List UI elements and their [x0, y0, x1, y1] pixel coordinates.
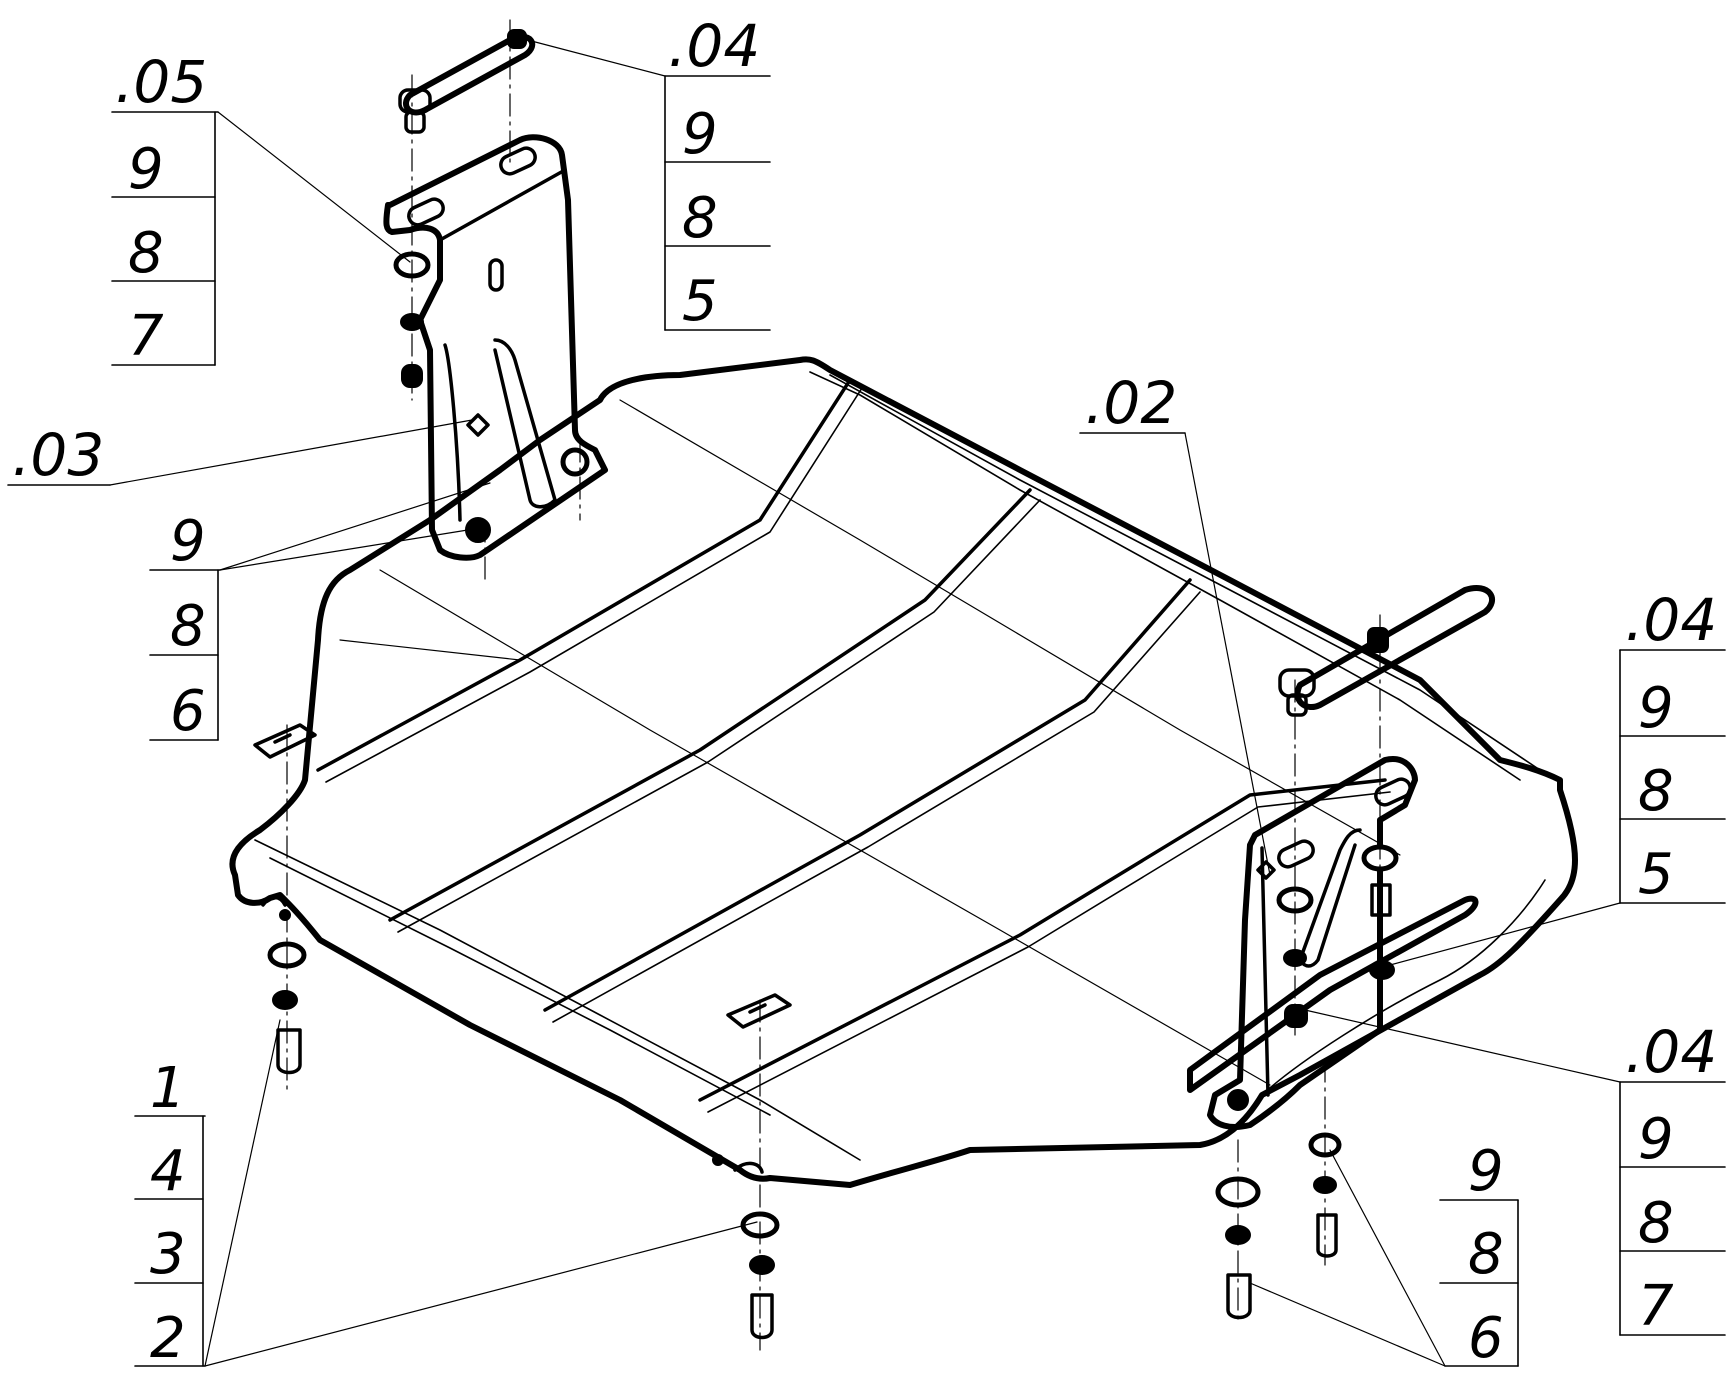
- callout-02: .02: [1079, 369, 1186, 437]
- skid-plate-rear-flange: [829, 374, 1541, 771]
- left-bracket-body: [383, 134, 608, 561]
- callout-04-right-ref: .04: [1625, 586, 1717, 654]
- tab-slot-center: [726, 993, 792, 1029]
- callout-05-ref: .05: [115, 48, 207, 116]
- right-bracket: [1207, 756, 1418, 1130]
- callout-986-left-row-1: 9: [170, 509, 206, 574]
- callout-986-left-row-2: 8: [170, 594, 206, 659]
- stiffening-rib-1: [316, 378, 852, 772]
- callout-04-top-row-1: 9: [682, 102, 718, 167]
- skid-plate-outline: [229, 356, 1578, 1188]
- stiffening-rib-4: [698, 778, 1387, 1102]
- stiffening-rib-2: [388, 488, 1032, 922]
- callout-04-right-row-2: 8: [1638, 759, 1674, 824]
- callout-04-top-row-2: 8: [682, 186, 718, 251]
- callout-04-lower-row-3: 7: [1638, 1274, 1674, 1339]
- fasteners: [267, 29, 1496, 1340]
- callout-986-bottom-row-1: 9: [1468, 1139, 1504, 1204]
- callout-04-top-row-3: 5: [682, 269, 718, 334]
- front-notch-left: [261, 895, 287, 907]
- leader-lines: [109, 37, 1621, 1367]
- callout-04-right: .04 9 8 5: [1619, 586, 1726, 907]
- callout-02-ref: .02: [1085, 369, 1177, 437]
- skid-plate-rear-lip: [809, 371, 1521, 781]
- callout-1432: 1 4 3 2: [134, 1056, 206, 1371]
- callout-04-lower-row-1: 9: [1638, 1107, 1674, 1172]
- callout-986-bottom-row-2: 8: [1468, 1222, 1504, 1287]
- center-axes: [286, 19, 1381, 1351]
- callout-05: .05 9 8 7: [111, 48, 219, 369]
- callout-04-lower: .04 9 8 7: [1619, 1018, 1726, 1339]
- skid-plate-front-edge: [254, 839, 861, 1161]
- callout-04-lower-row-2: 8: [1638, 1191, 1674, 1256]
- callout-05-row-3: 7: [128, 304, 164, 369]
- callout-05-row-2: 8: [128, 221, 164, 286]
- tie-strip-right: [1294, 585, 1496, 710]
- callout-986-left: 9 8 6: [149, 509, 221, 744]
- front-notch-center: [733, 1161, 764, 1174]
- right-bracket-body: [1207, 756, 1418, 1130]
- callout-04-top-ref: .04: [668, 12, 760, 80]
- surface-break-line: [379, 569, 1271, 1086]
- callout-05-row-1: 9: [128, 137, 164, 202]
- skid-plate-right-rail: [1187, 895, 1479, 1093]
- callout-1432-row-3: 3: [150, 1222, 186, 1287]
- callout-03: .03: [7, 421, 111, 489]
- callout-04-top: .04 9 8 5: [664, 12, 771, 334]
- callout-1432-row-1: 1: [150, 1056, 186, 1121]
- skid-plate: [229, 356, 1578, 1188]
- callout-03-ref: .03: [12, 421, 104, 489]
- callout-986-bottom: 9 8 6: [1439, 1139, 1519, 1371]
- skid-plate-front-lip: [269, 857, 771, 1116]
- callout-04-lower-ref: .04: [1625, 1018, 1717, 1086]
- left-bracket: [383, 134, 608, 561]
- left-bracket-gusset: [493, 338, 557, 509]
- callout-04-right-row-3: 5: [1638, 842, 1674, 907]
- callout-04-right-row-1: 9: [1638, 676, 1674, 741]
- skid-plate-right-flange: [1261, 879, 1546, 1096]
- callout-1432-row-2: 4: [150, 1139, 186, 1204]
- callout-986-bottom-row-3: 6: [1468, 1306, 1504, 1371]
- callout-1432-row-4: 2: [150, 1306, 186, 1371]
- stiffening-rib-3: [543, 578, 1192, 1012]
- callout-986-left-row-3: 6: [170, 679, 206, 744]
